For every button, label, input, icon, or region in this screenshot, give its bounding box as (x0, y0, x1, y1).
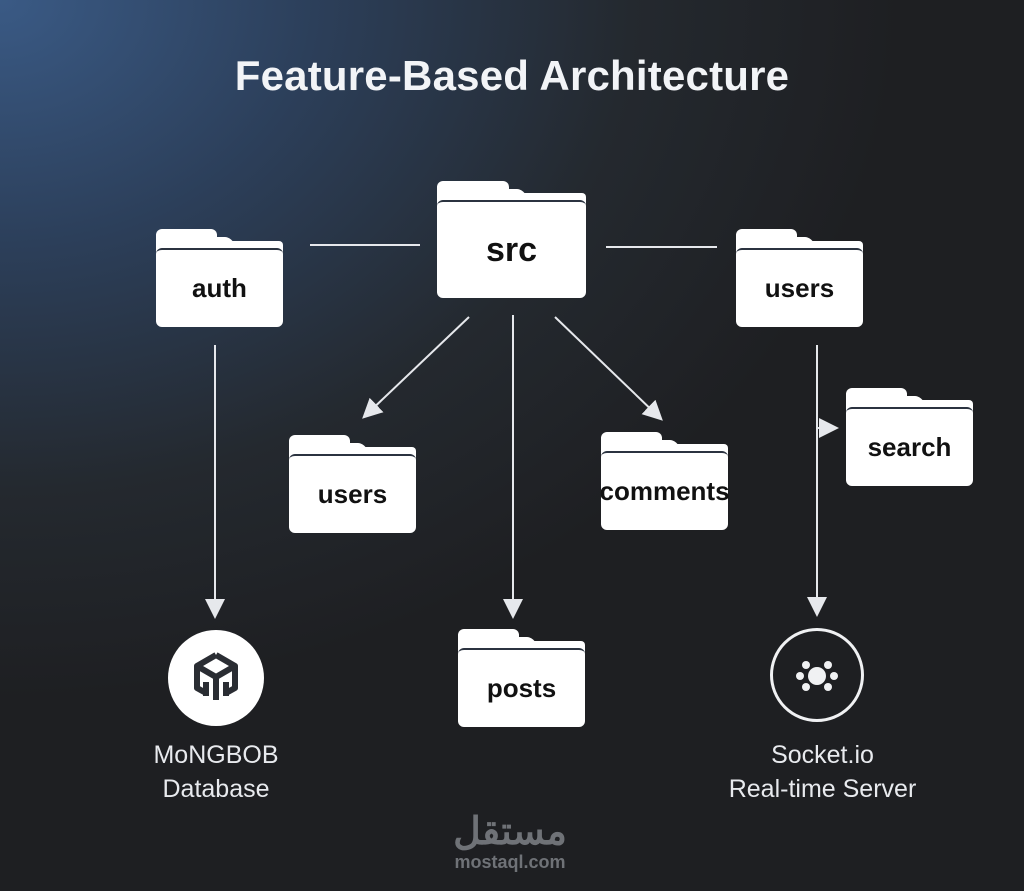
folder-label: src (485, 230, 538, 269)
folder-comments[interactable]: comments (599, 432, 730, 530)
database-caption: MoNGBOB Database (120, 738, 312, 806)
folder-label: posts (486, 673, 557, 703)
edge-src-users-mid (362, 316, 470, 419)
folder-label: users (764, 273, 835, 303)
folder-users[interactable]: users (289, 435, 416, 533)
folder-search[interactable]: search (846, 388, 973, 486)
folder-label: auth (192, 273, 247, 303)
socket-node[interactable] (770, 628, 864, 722)
diagram-title: Feature-Based Architecture (234, 52, 790, 99)
database-name: MoNGBOB (153, 741, 279, 769)
socket-name: Socket.io (771, 741, 874, 769)
socketio-icon (796, 661, 838, 691)
watermark: مستقل mostaql.com (420, 812, 600, 873)
watermark-domain: mostaql.com (454, 852, 566, 872)
folder-label: search (867, 432, 952, 462)
folder-users-top[interactable]: users (736, 229, 863, 327)
database-type: Database (162, 775, 270, 803)
socket-type: Real-time Server (728, 775, 917, 803)
mongodb-cube-icon (194, 652, 238, 700)
folder-label: users (317, 479, 388, 509)
folder-auth[interactable]: auth (156, 229, 283, 327)
folder-label: comments (599, 476, 730, 506)
edge-src-comments (554, 316, 663, 421)
watermark-logo: مستقل (453, 811, 567, 853)
database-node[interactable] (168, 630, 264, 726)
folder-posts[interactable]: posts (458, 629, 585, 727)
socket-caption: Socket.io Real-time Server (700, 738, 945, 806)
folder-src[interactable]: src (437, 181, 586, 298)
